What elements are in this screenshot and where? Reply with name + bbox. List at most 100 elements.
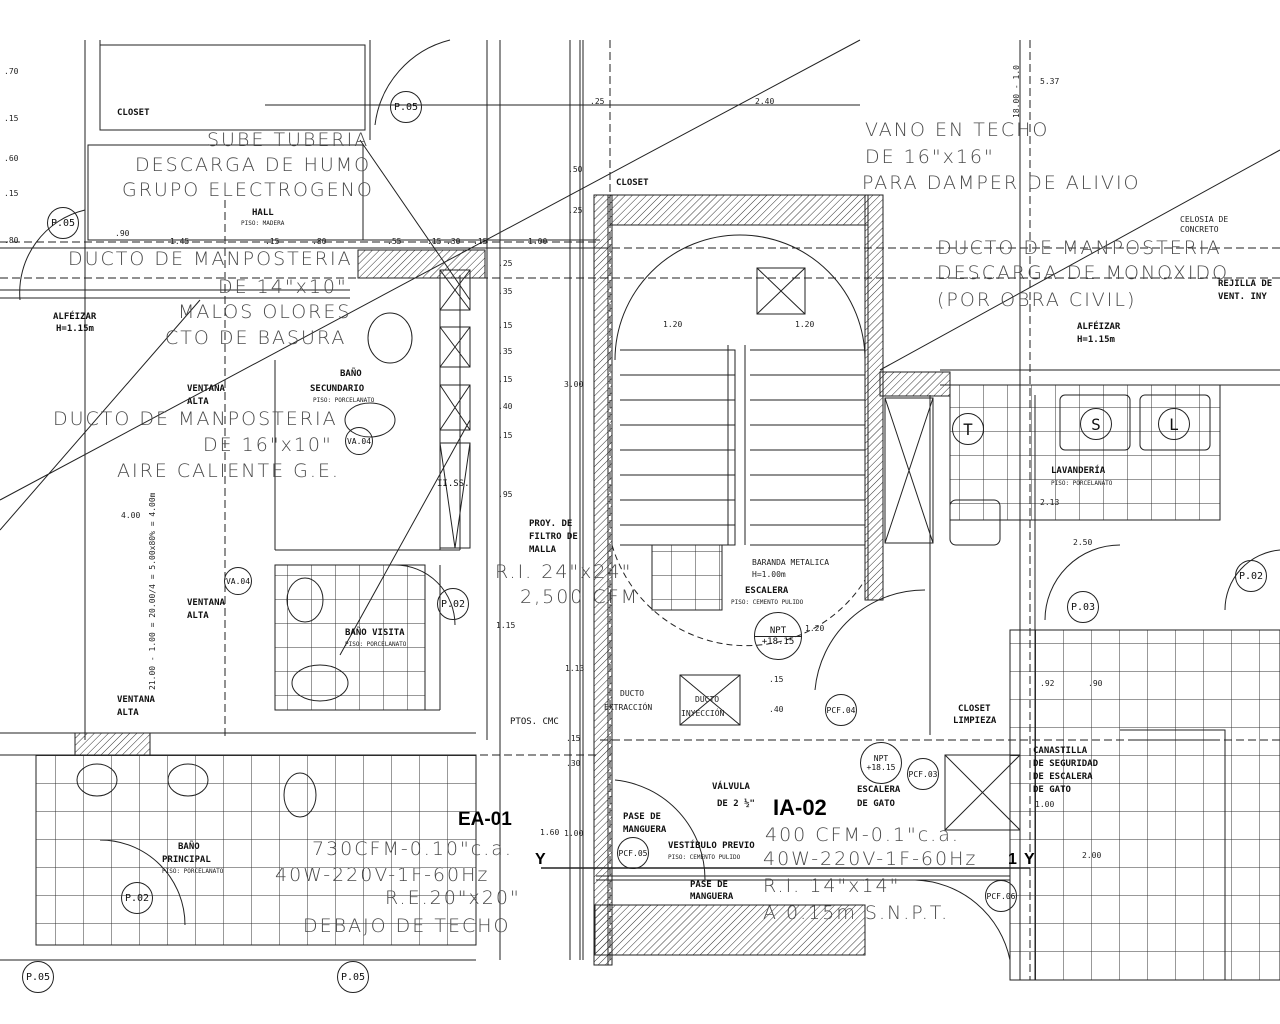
npt-label: NPT [769,625,787,636]
label-rejilla-2: VENT. INY [1218,292,1267,302]
label-alfeizar-h: H=1.15m [56,324,94,334]
label-closet: CLOSET [117,108,150,118]
ea01-spec-4: DEBAJO DE TECHO [303,915,511,937]
label-pase-1: PASE DE [623,812,661,822]
label-bano-visita-floor: PISO: PORCELANATO [345,641,407,648]
label-canastilla-1: CANASTILLA [1033,746,1088,756]
dimension: .90 [115,229,130,238]
label-ventana-2: VENTANA [187,598,225,608]
dimension: 3.00 [564,380,584,389]
label-bano-principal-floor: PISO: PORCELANATO [162,868,224,875]
label-lavanderia: LAVANDERÍA [1051,466,1106,476]
label-hall-floor: PISO: MADERA [241,220,285,227]
dimension: .15 [427,237,442,246]
dimension: .40 [769,705,784,714]
label-canastilla-3: DE ESCALERA [1033,772,1093,782]
dimension: 2.00 [1082,851,1102,860]
label-ducto-ext-2: EXTRACCIÓN [604,703,653,712]
dimension: .15 [4,114,19,123]
dimension: .15 [4,189,19,198]
note-vano-3: PARA DAMPER DE ALIVIO [862,172,1141,194]
dimension: .70 [4,67,19,76]
window-tag-va04: VA.04 [345,427,373,455]
label-proy-1: PROY. DE [529,519,573,529]
dimension: 1.20 [795,320,815,329]
note-vano-1: VANO EN TECHO [865,119,1050,141]
equipment-tag-ia02: IA-02 [773,795,827,820]
door-tag-pcf06: PCF.06 [985,880,1017,912]
label-bano-principal: BAÑO [178,842,200,852]
label-proy-3: MALLA [529,545,557,555]
dimension: .15 [566,734,581,743]
label-closet-2: CLOSET [616,178,649,188]
label-valvula: VÁLVULA [712,782,750,792]
label-closet-limpieza-2: LIMPIEZA [953,716,997,726]
dimension: 1.00 [1035,800,1055,809]
label-ducto-iny-2: INYECCIÓN [681,709,725,718]
label-lavanderia-floor: PISO: PORCELANATO [1051,480,1113,487]
level-marker-npt: NPT +18.15 [754,612,802,660]
label-ventana-alta: ALTA [187,397,209,407]
label-vestibulo: VESTÍBULO PREVIO [668,841,755,851]
note-duct1-4: CTO DE BASURA [165,327,347,349]
note-smoke-3: GRUPO ELECTROGENO [122,179,374,201]
label-gato-2: DE GATO [857,799,895,809]
npt-label: NPT [873,754,889,763]
label-ptos-cmc: PTOS. CMC [510,717,559,727]
door-tag-p05: P.05 [47,207,79,239]
dimension: 2.13 [1040,498,1060,507]
appliance-t-icon: T [952,413,984,445]
label-slope-calc: 21.00 - 1.00 = 20.00/4 = 5.00x80% = 4.00… [148,492,157,690]
door-tag-p02: P.02 [1235,560,1267,592]
note-duct2-3: AIRE CALIENTE G.E. [117,460,340,482]
note-duct1-3: MALOS OLORES [178,301,352,323]
dimension: 1.60 [540,828,560,837]
dimension: .80 [4,236,19,245]
dimension: 5.37 [1040,77,1060,86]
note-duct3-1: DUCTO DE MANPOSTERIA [937,237,1222,259]
dimension: 1.00 [564,829,584,838]
dimension: .35 [498,347,513,356]
label-vestibulo-floor: PISO: CEMENTO PULIDO [668,854,741,861]
appliance-l-icon: L [1158,408,1190,440]
label-canastilla-4: DE GATO [1033,785,1071,795]
dimension: 2.50 [1073,538,1093,547]
label-ventana-2-alta: ALTA [187,611,209,621]
label-alfeizar: ALFÉIZAR [53,312,97,322]
dimension: .15 [265,237,280,246]
ia02-spec-2: 40W-220V-1F-60Hz [763,848,978,870]
dimension: .15 [498,375,513,384]
dimension: .15 [498,321,513,330]
dimension: 1.20 [663,320,683,329]
dimension: 1.00 [528,237,548,246]
note-smoke-1: SUBE TUBERIA [207,129,370,151]
dimension: .25 [568,206,583,215]
floor-tiles-right [1009,629,1280,981]
dimension: .15 [769,675,784,684]
dimension: .92 [1040,679,1055,688]
note-vano-2: DE 16"x16" [865,146,995,168]
dimension: .30 [446,237,461,246]
note-duct2-2: DE 16"x10" [203,434,333,456]
dimension: 1.45 [170,237,190,246]
door-tag-p05: P.05 [22,961,54,993]
door-tag-p05: P.05 [337,961,369,993]
door-tag-p03: P.03 [1067,591,1099,623]
dimension: .60 [4,154,19,163]
label-ventana-3: VENTANA [117,695,155,705]
label-bano-sec-2: SECUNDARIO [310,384,365,394]
label-bano-sec: BAÑO [340,369,362,379]
label-ventana-3-alta: ALTA [117,708,139,718]
ea01-spec-3: R.E.20"x20" [385,887,521,909]
label-proy-2: FILTRO DE [529,532,578,542]
door-tag-pcf04: PCF.04 [825,694,857,726]
stair-arc [614,234,866,361]
dimension: 1.13 [565,664,585,673]
label-canastilla-2: DE SEGURIDAD [1033,759,1099,769]
dimension: 1.20 [805,624,825,633]
note-filter-2: 2,500 CFM [520,586,640,608]
dimension: .50 [568,165,583,174]
label-baranda-h: H=1.00m [752,570,786,579]
dimension: .80 [312,237,327,246]
